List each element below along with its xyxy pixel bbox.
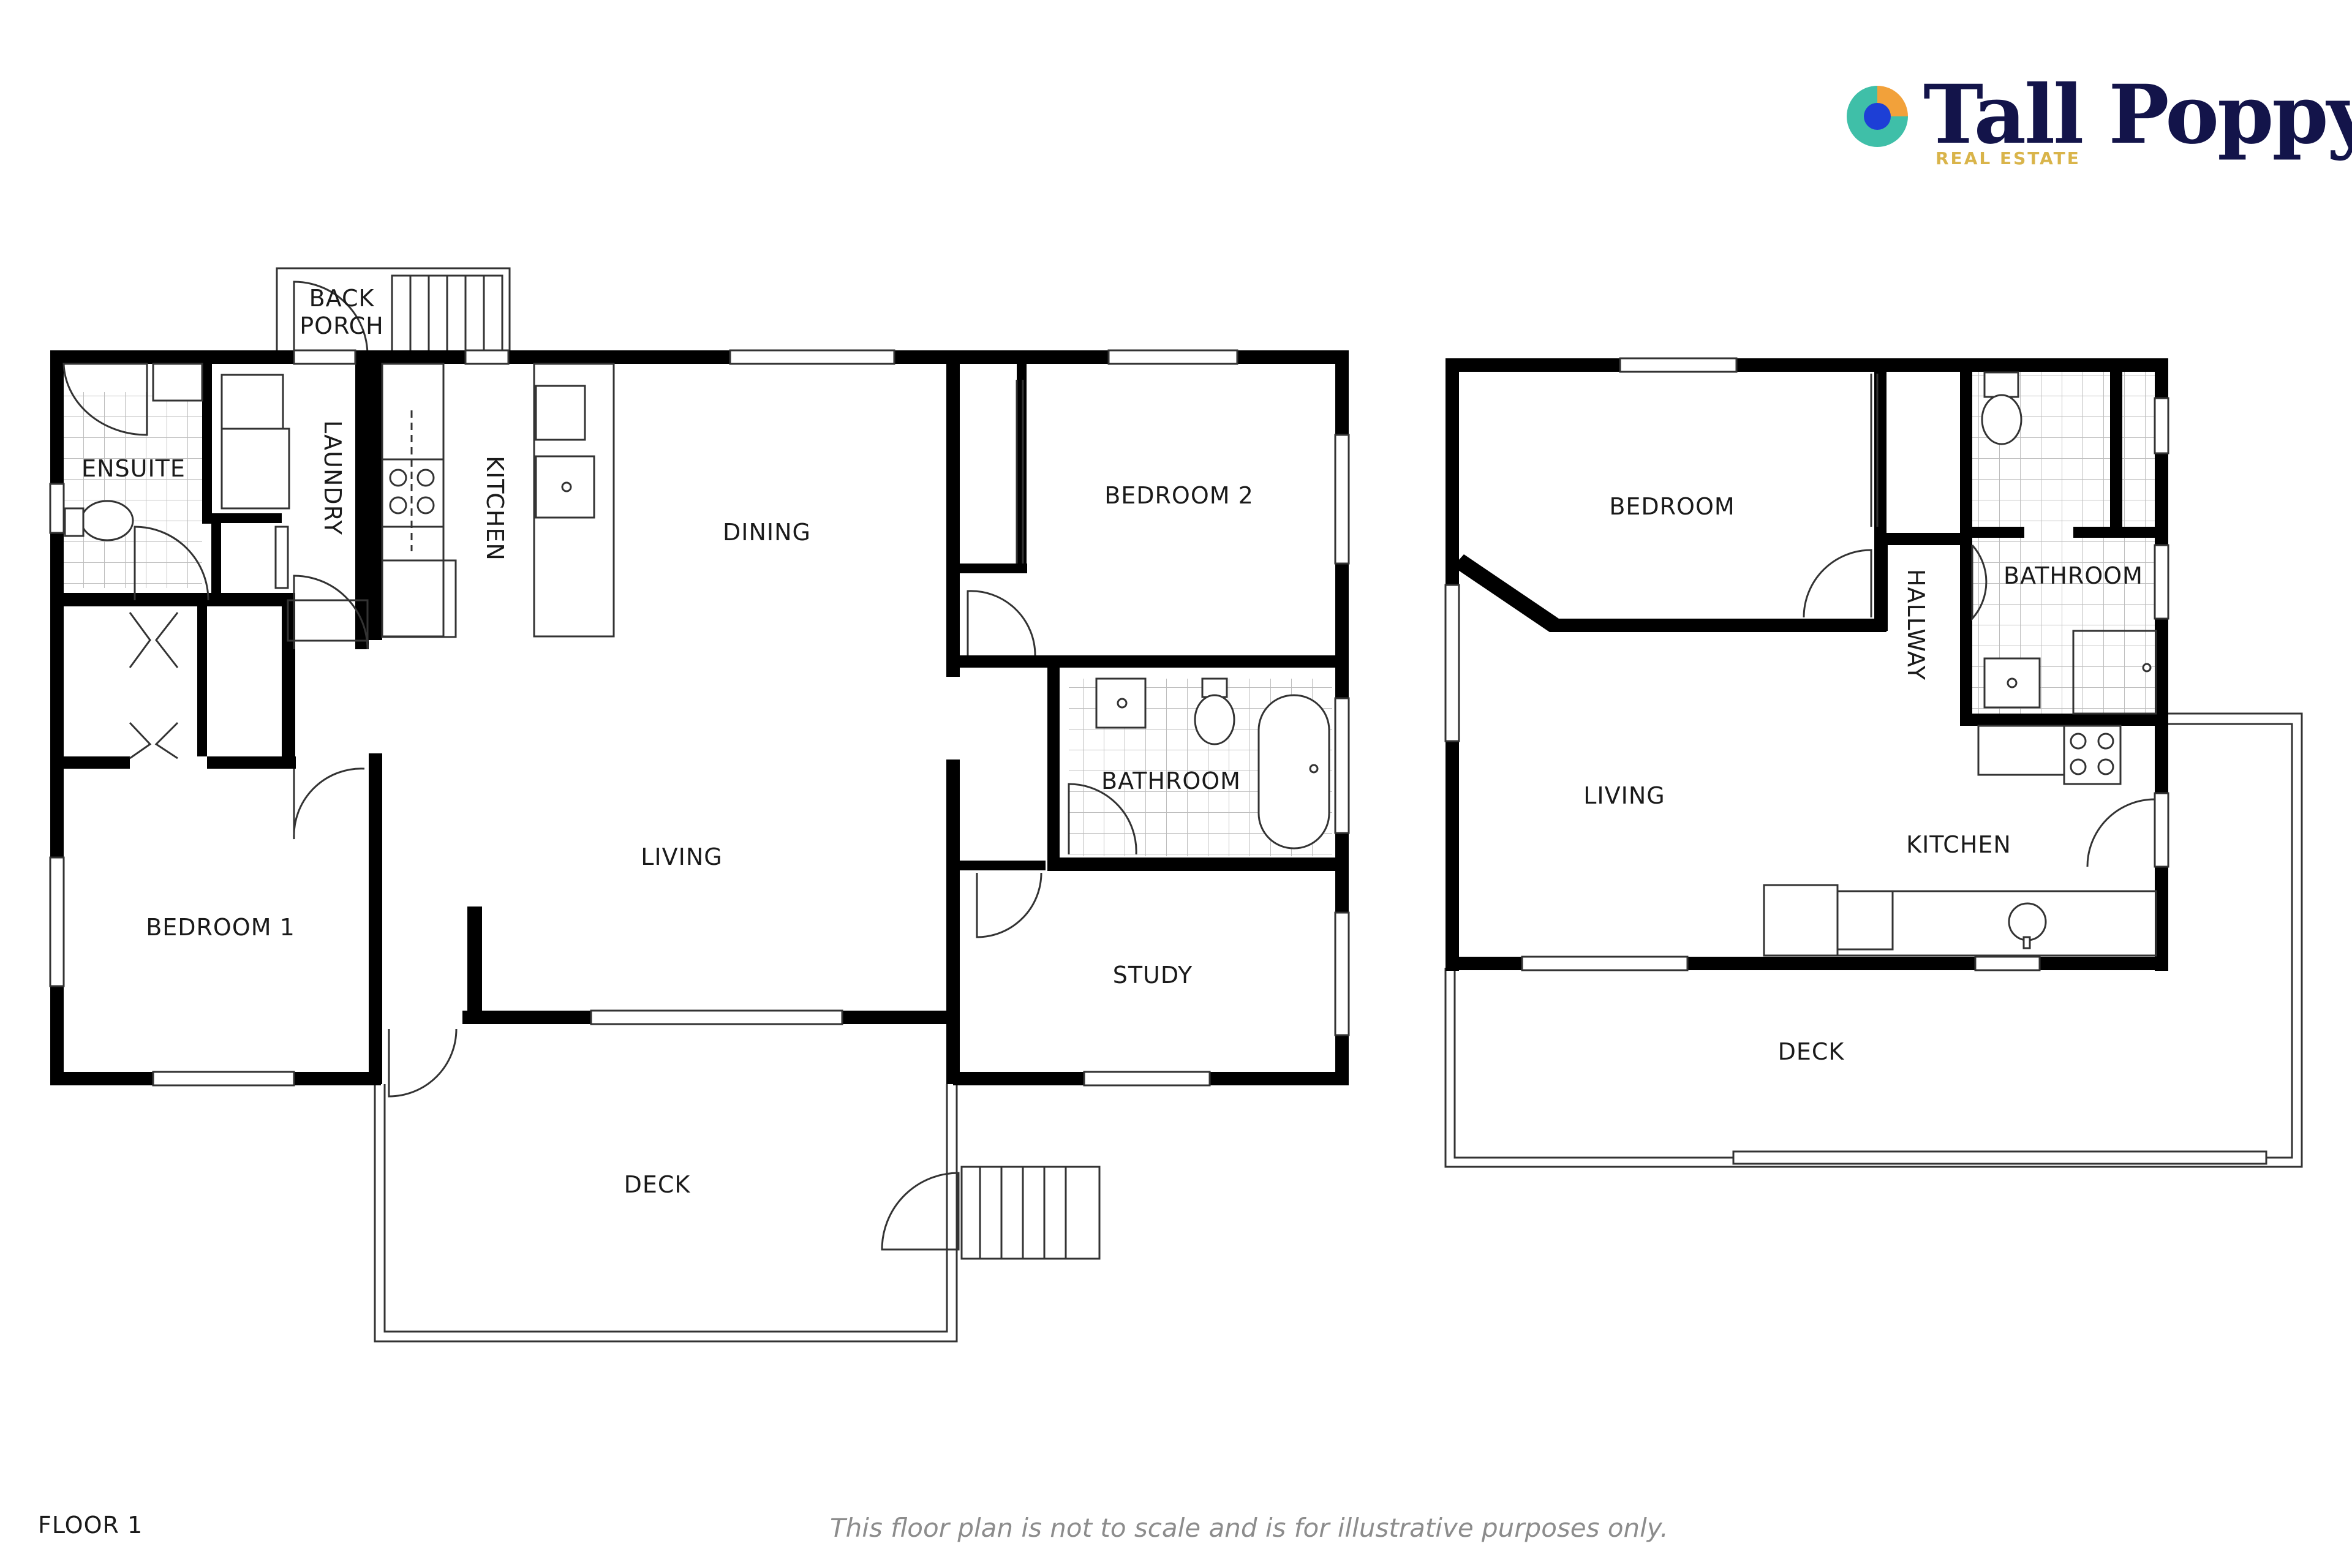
logo-mark-icon [1847, 86, 1908, 147]
bathroom-fixtures [1068, 677, 1330, 855]
kitchen-fixtures [287, 363, 615, 642]
room-label-living: LIVING [641, 843, 722, 870]
room-label-bedroom1: BEDROOM 1 [146, 914, 295, 941]
room-label-dining: DINING [723, 519, 811, 546]
room-label-laundry: LAUNDRY [319, 420, 346, 535]
room-label-back-porch-2: PORCH [300, 312, 383, 339]
right-windows [1444, 357, 2267, 1165]
room-label-ensuite: ENSUITE [81, 455, 186, 482]
deck-left [374, 1028, 1101, 1343]
room-label-deck: DECK [624, 1171, 691, 1198]
left-plan: BACK PORCH ENSUITE LAUNDRY KITCHEN DININ… [49, 267, 1350, 1343]
room-label-bathroom-upper: BATHROOM [2003, 562, 2143, 589]
bedroom-doors [967, 380, 1042, 938]
room-label-kitchen: KITCHEN [481, 456, 508, 561]
right-fixtures [1763, 371, 2157, 957]
room-label-back-porch-1: BACK [309, 285, 375, 312]
left-windows [49, 349, 1350, 1087]
ensuite-tiles [61, 392, 202, 588]
room-label-bedroom2: BEDROOM 2 [1104, 482, 1254, 509]
room-label-study: STUDY [1113, 962, 1193, 989]
room-label-living-upper: LIVING [1583, 782, 1665, 809]
room-label-bedroom: BEDROOM [1609, 493, 1735, 520]
floor-label: FLOOR 1 [38, 1512, 143, 1539]
room-label-deck-upper: DECK [1778, 1038, 1845, 1065]
logo-tagline: REAL ESTATE [1936, 148, 2081, 168]
disclaimer-text: This floor plan is not to scale and is f… [830, 1513, 1668, 1543]
room-label-hallway: HALLWAY [1902, 569, 1929, 680]
deck-right [1444, 712, 2303, 1168]
wet-area-fixtures [62, 363, 369, 840]
logo-wordmark: Tall Poppy [1923, 67, 2352, 162]
room-label-bathroom: BATHROOM [1101, 767, 1241, 794]
brand-logo: Tall Poppy REAL ESTATE [1844, 67, 2352, 184]
right-plan: BEDROOM HALLWAY BATHROOM LIVING KITCHEN … [1444, 357, 2303, 1168]
room-label-kitchen-upper: KITCHEN [1906, 831, 2011, 858]
